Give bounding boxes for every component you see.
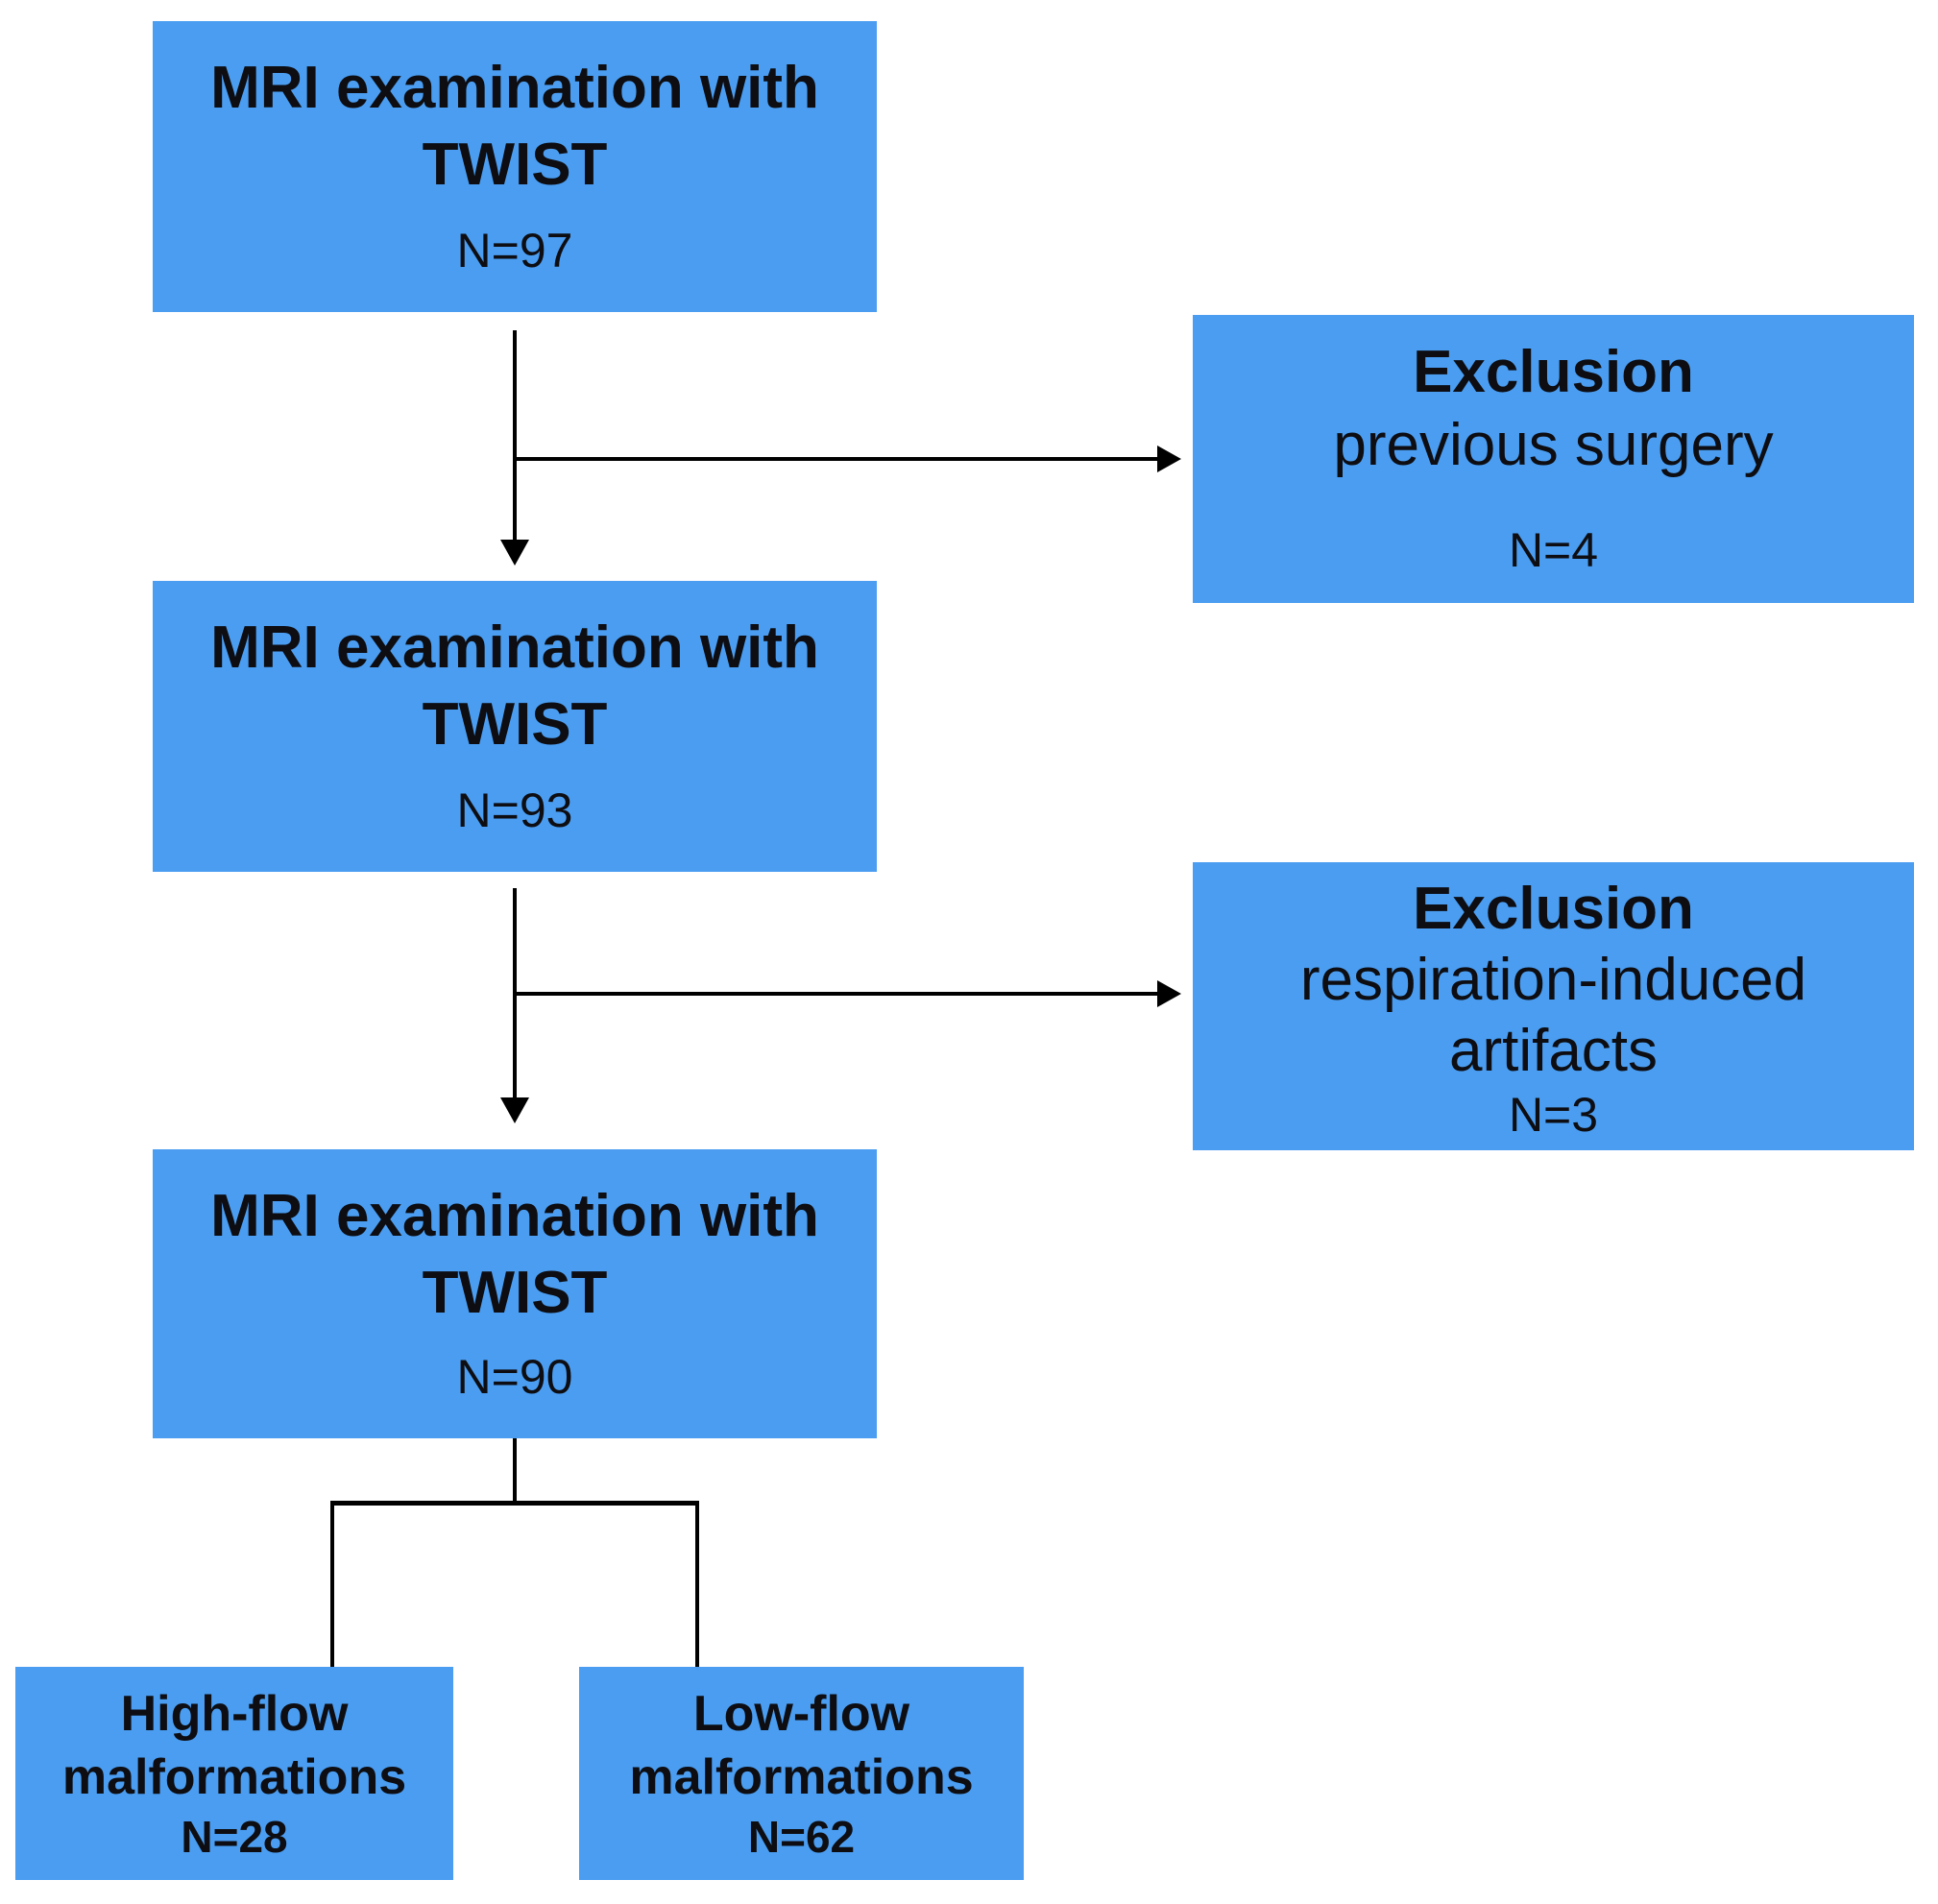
arrowhead-down-stage2-icon — [500, 540, 529, 566]
connector-stage1-stage2 — [513, 330, 517, 540]
connector-split-low-flow — [695, 1501, 699, 1667]
arrowhead-right-exclusion2-icon — [1157, 980, 1181, 1007]
connector-stage1-exclusion1 — [513, 457, 1159, 461]
low-flow-title: Low-flow malformations — [629, 1686, 974, 1805]
exclusion1-count: N=4 — [1508, 523, 1599, 577]
split-bar — [330, 1501, 699, 1506]
connector-stage3-split — [513, 1438, 517, 1505]
stage2-title: MRI examination with TWIST — [210, 615, 819, 758]
low-flow-box: Low-flow malformations N=62 — [579, 1667, 1024, 1880]
stage1-count: N=97 — [456, 224, 573, 277]
high-flow-count: N=28 — [181, 1812, 288, 1862]
stage1-box: MRI examination with TWIST N=97 — [153, 21, 877, 312]
low-flow-count: N=62 — [747, 1812, 856, 1862]
exclusion1-box: Exclusion previous surgery N=4 — [1193, 315, 1914, 603]
stage3-count: N=90 — [456, 1350, 573, 1404]
connector-split-high-flow — [330, 1501, 334, 1667]
high-flow-box: High-flow malformations N=28 — [15, 1667, 453, 1880]
exclusion1-title: Exclusion — [1413, 339, 1694, 405]
exclusion2-count: N=3 — [1508, 1088, 1599, 1142]
arrowhead-right-exclusion1-icon — [1157, 446, 1181, 472]
exclusion2-title: Exclusion — [1413, 876, 1694, 942]
high-flow-title: High-flow malformations — [61, 1686, 407, 1805]
stage3-box: MRI examination with TWIST N=90 — [153, 1149, 877, 1438]
exclusion2-box: Exclusion respiration-induced artifacts … — [1193, 862, 1914, 1150]
stage1-title: MRI examination with TWIST — [210, 55, 819, 198]
exclusion1-reason: previous surgery — [1333, 412, 1774, 478]
exclusion2-reason: respiration-induced artifacts — [1299, 947, 1807, 1084]
stage2-box: MRI examination with TWIST N=93 — [153, 581, 877, 872]
stage2-count: N=93 — [456, 783, 573, 837]
connector-stage2-exclusion2 — [513, 992, 1159, 996]
stage3-title: MRI examination with TWIST — [210, 1183, 819, 1326]
arrowhead-down-stage3-icon — [500, 1097, 529, 1123]
